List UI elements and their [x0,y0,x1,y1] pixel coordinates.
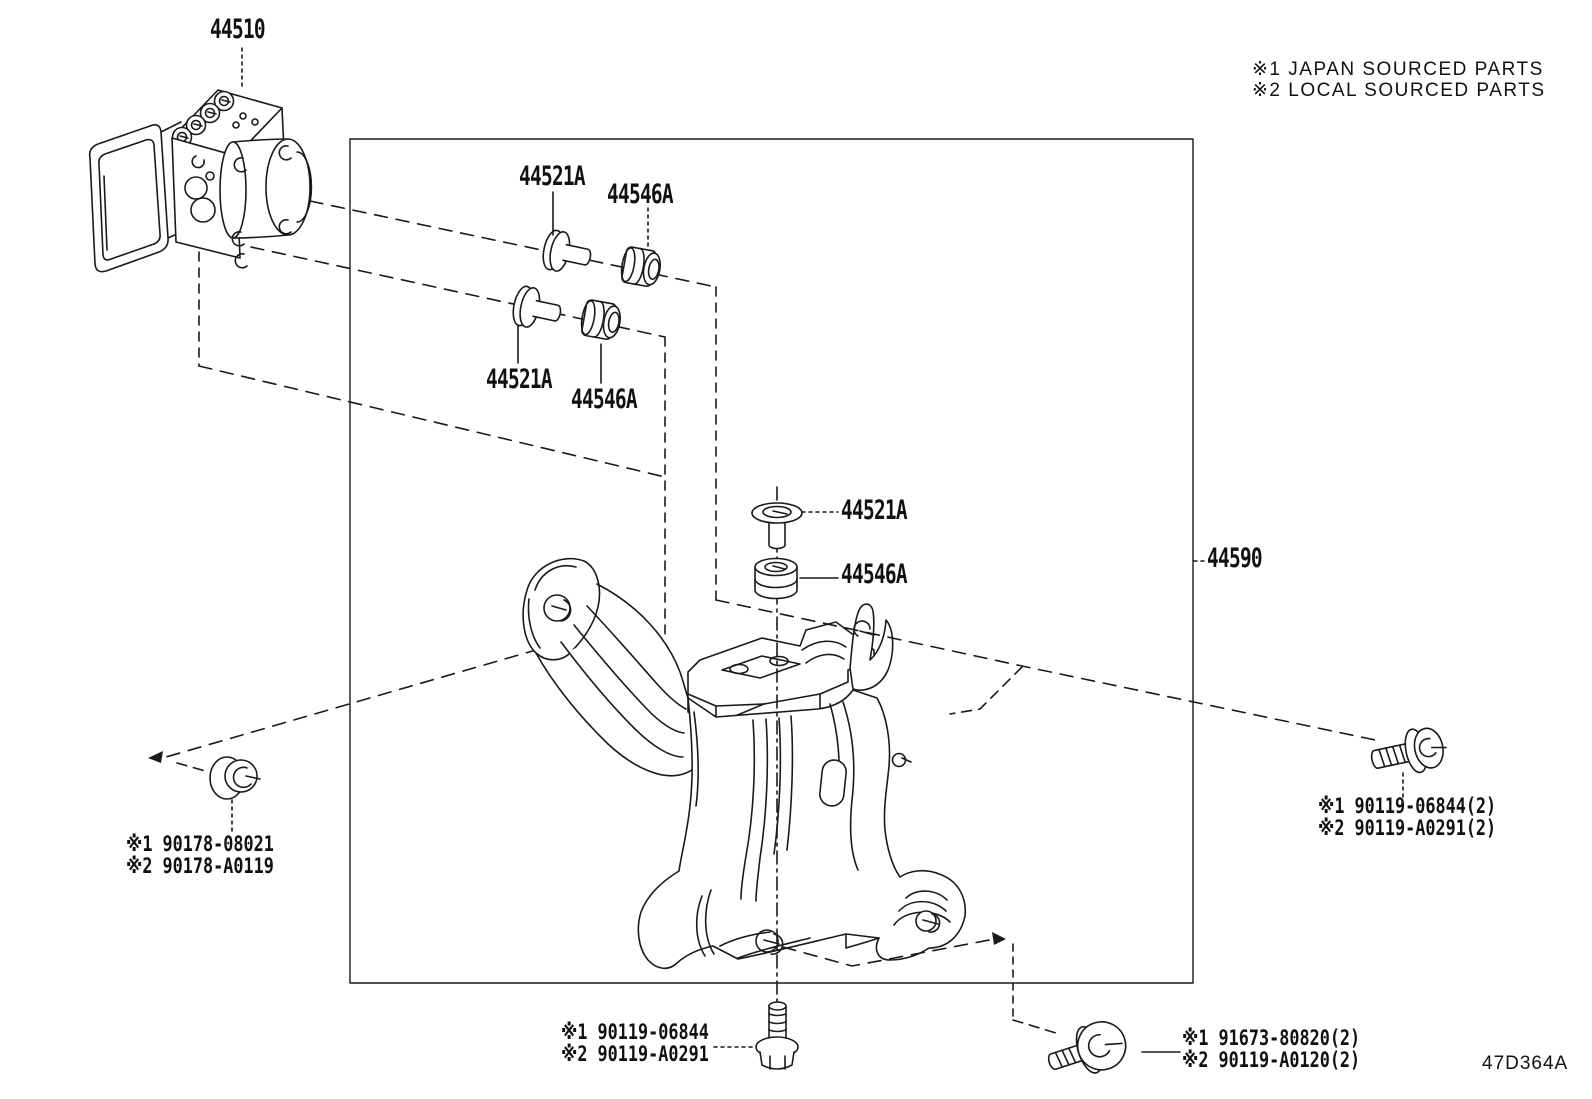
legend-local-sourced: ※2 LOCAL SOURCED PARTS [1252,80,1546,101]
bolt-bottom-center-drawing [713,1001,799,1070]
pin-mid-drawing [512,285,562,328]
bolt-right-local: ※2 90119-A0291(2) [1318,816,1497,840]
bolt-bottom-right-japan: ※1 91673-80820(2) [1182,1026,1361,1050]
bolt-right-drawing [1370,727,1447,798]
frame-box [349,138,1194,984]
bolt-bottom-right-part-numbers: ※1 91673-80820(2)※2 90119-A0120(2) [1182,1027,1360,1071]
bolt-right-japan: ※1 90119-06844(2) [1318,794,1497,818]
callout-grommet-top: 44546A [607,179,674,210]
legend-japan-sourced: ※1 JAPAN SOURCED PARTS [1252,59,1544,80]
callout-grommet-center: 44546A [841,559,908,590]
bolt-bottom-center-japan: ※1 90119-06844 [561,1020,709,1044]
bolt-bottom-center-part-numbers: ※1 90119-06844※2 90119-A0291 [561,1021,709,1065]
figure-code: 47D364A [1482,1053,1569,1074]
callout-grommet-mid: 44546A [571,384,638,415]
label-leaders [241,47,1207,579]
callout-pin-top: 44521A [519,161,586,192]
bolt-bottom-right-local: ※2 90119-A0120(2) [1182,1048,1361,1072]
nut-left-drawing [209,756,261,836]
callout-bracket-44590: 44590 [1207,543,1263,574]
grommet-top-drawing [620,246,661,287]
callout-pin-mid: 44521A [486,364,553,395]
nut-left-part-numbers: ※1 90178-08021※2 90178-A0119 [126,833,274,877]
bolt-right-part-numbers: ※1 90119-06844(2)※2 90119-A0291(2) [1318,795,1496,839]
grommet-mid-drawing [580,299,621,340]
bolt-bottom-right-drawing [1047,1021,1181,1074]
callout-pin-center: 44521A [841,495,908,526]
bolt-bottom-center-local: ※2 90119-A0291 [561,1042,709,1066]
bracket-drawing [522,557,966,970]
pin-center-drawing [751,502,803,550]
callout-actuator-44510: 44510 [210,14,266,45]
pin-top-drawing [542,229,592,272]
nut-left-local: ※2 90178-A0119 [126,854,274,878]
grommet-center-drawing [754,557,798,600]
actuator-drawing [88,89,313,273]
nut-left-japan: ※1 90178-08021 [126,832,274,856]
